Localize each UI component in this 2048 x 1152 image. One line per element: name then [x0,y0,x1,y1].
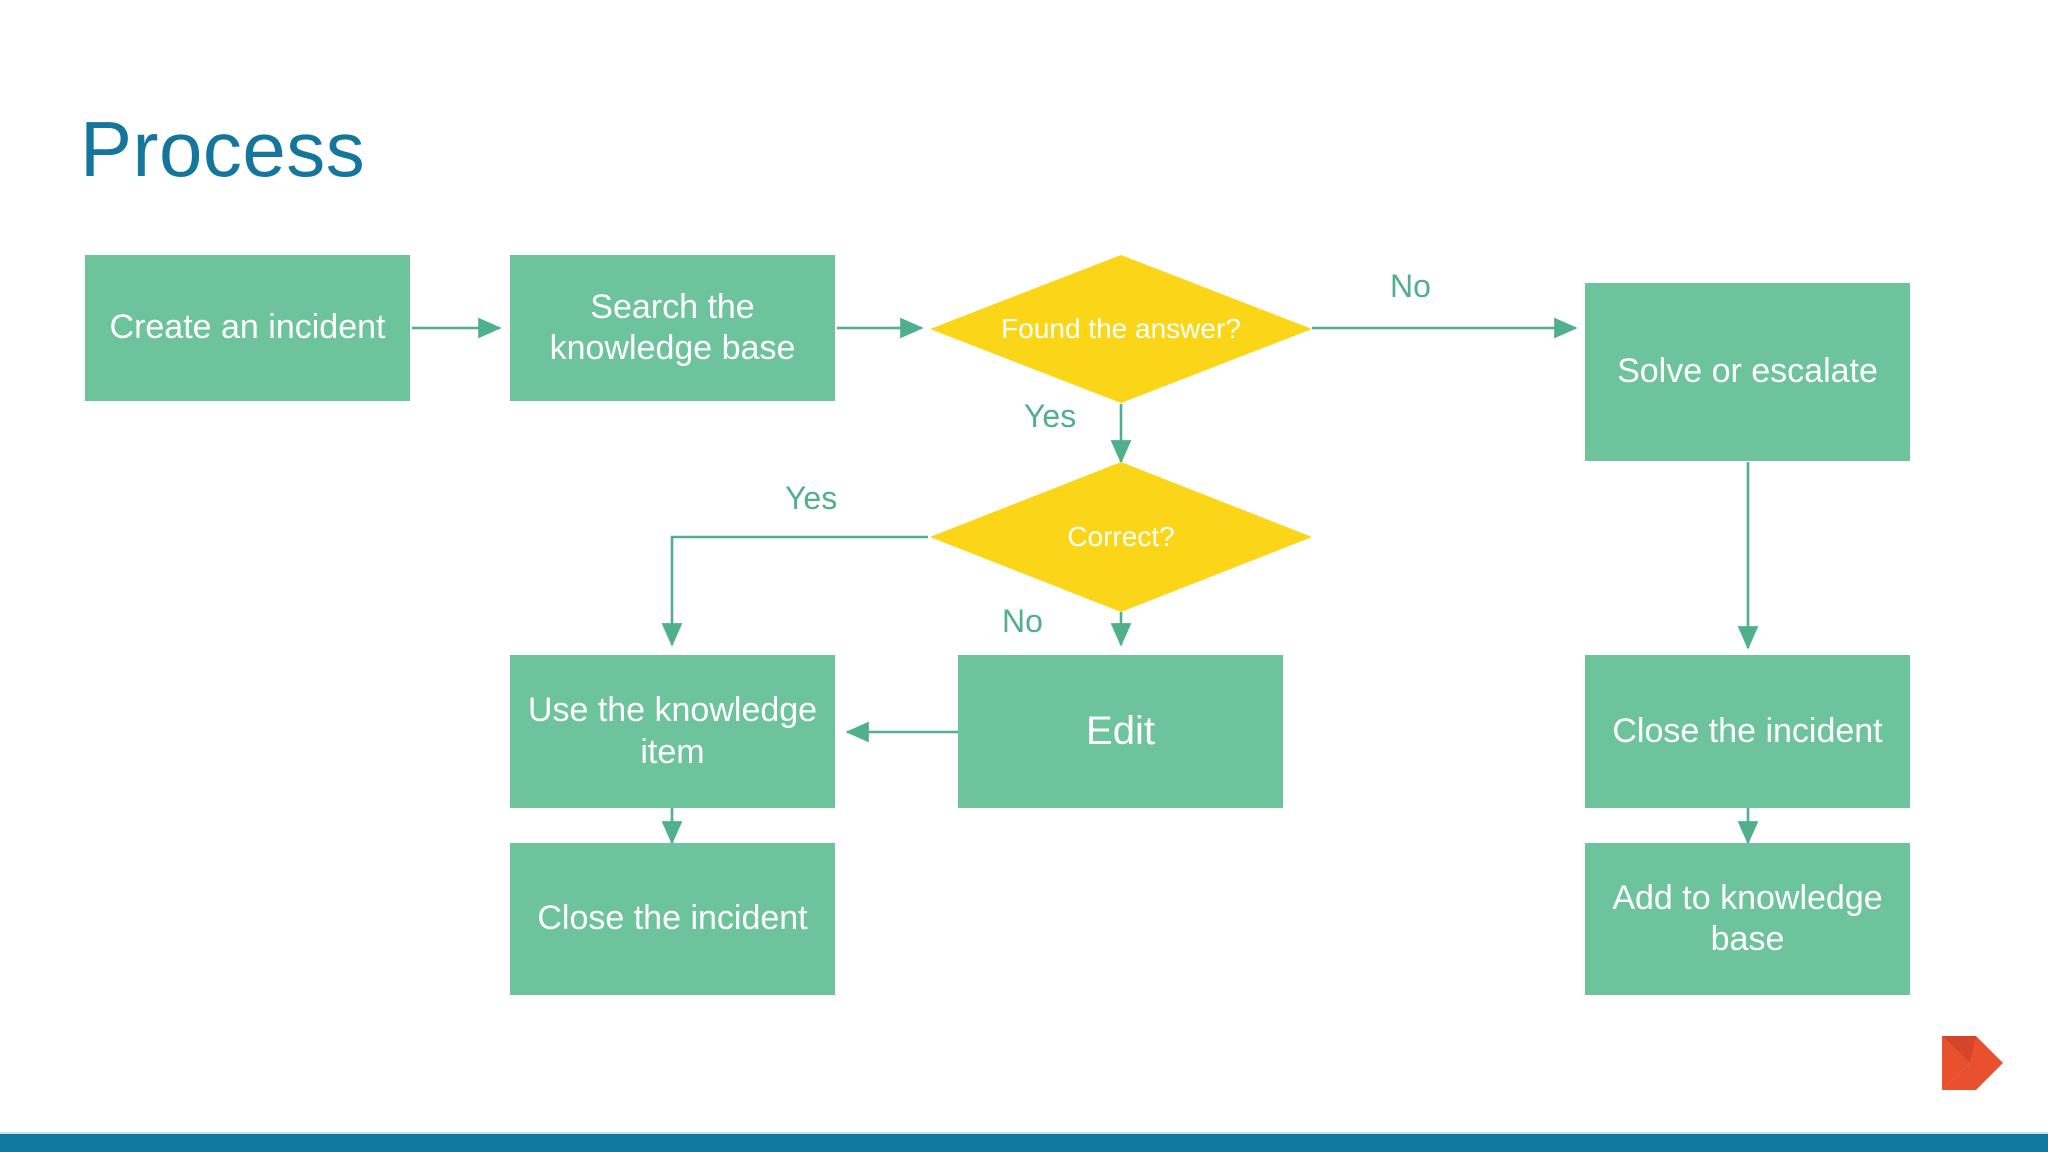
node-create-an-incident[interactable]: Create an incident [85,255,410,401]
node-solve-or-escalate[interactable]: Solve or escalate [1585,283,1910,461]
node-found-the-answer-label: Found the answer? [1001,312,1241,344]
node-found-the-answer-decision[interactable]: Found the answer? [930,255,1312,403]
edge-correct-yes-to-use [661,535,928,647]
edge-label-found-yes: Yes [1024,398,1077,434]
node-use-the-knowledge-item[interactable]: Use the knowledge item [510,655,835,808]
footer-hairline [0,1132,2048,1134]
node-add-to-knowledge-base[interactable]: Add to knowledge base [1585,843,1910,995]
edge-label-correct-no: No [1002,603,1043,639]
node-correct-decision[interactable]: Correct? [930,462,1312,612]
footer-bar [0,1134,2048,1152]
node-close-the-incident-right[interactable]: Close the incident [1585,655,1910,808]
page-title: Process [80,105,366,193]
node-correct-label: Correct? [1067,520,1175,552]
node-edit[interactable]: Edit [958,655,1283,808]
edge-label-correct-yes: Yes [785,480,838,516]
node-close-the-incident-left[interactable]: Close the incident [510,843,835,995]
edge-label-found-no: No [1390,268,1431,304]
chevron-logo-icon [1942,1036,2003,1090]
node-search-the-knowledge-base[interactable]: Search the knowledge base [510,255,835,401]
